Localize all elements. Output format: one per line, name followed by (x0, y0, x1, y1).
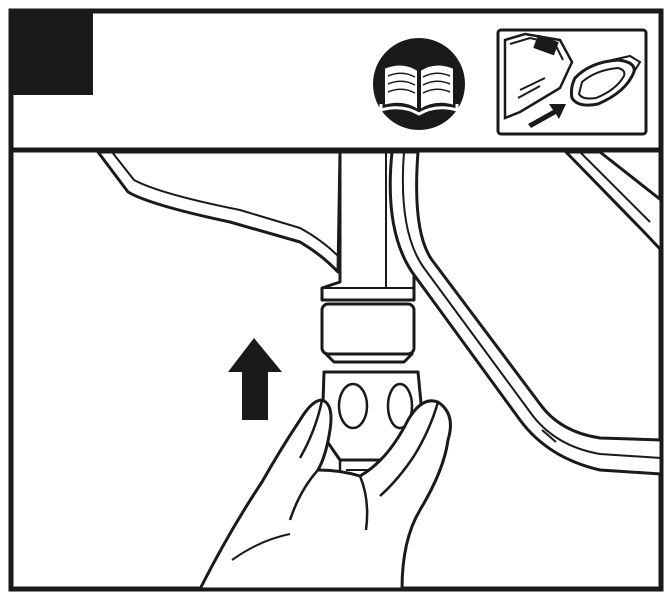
battery-insert-icon (496, 28, 648, 136)
step-number-box (13, 13, 93, 95)
vacuum-handle-illustration (96, 150, 663, 591)
arrow-up-icon (228, 338, 282, 420)
open-book-icon (373, 38, 465, 130)
